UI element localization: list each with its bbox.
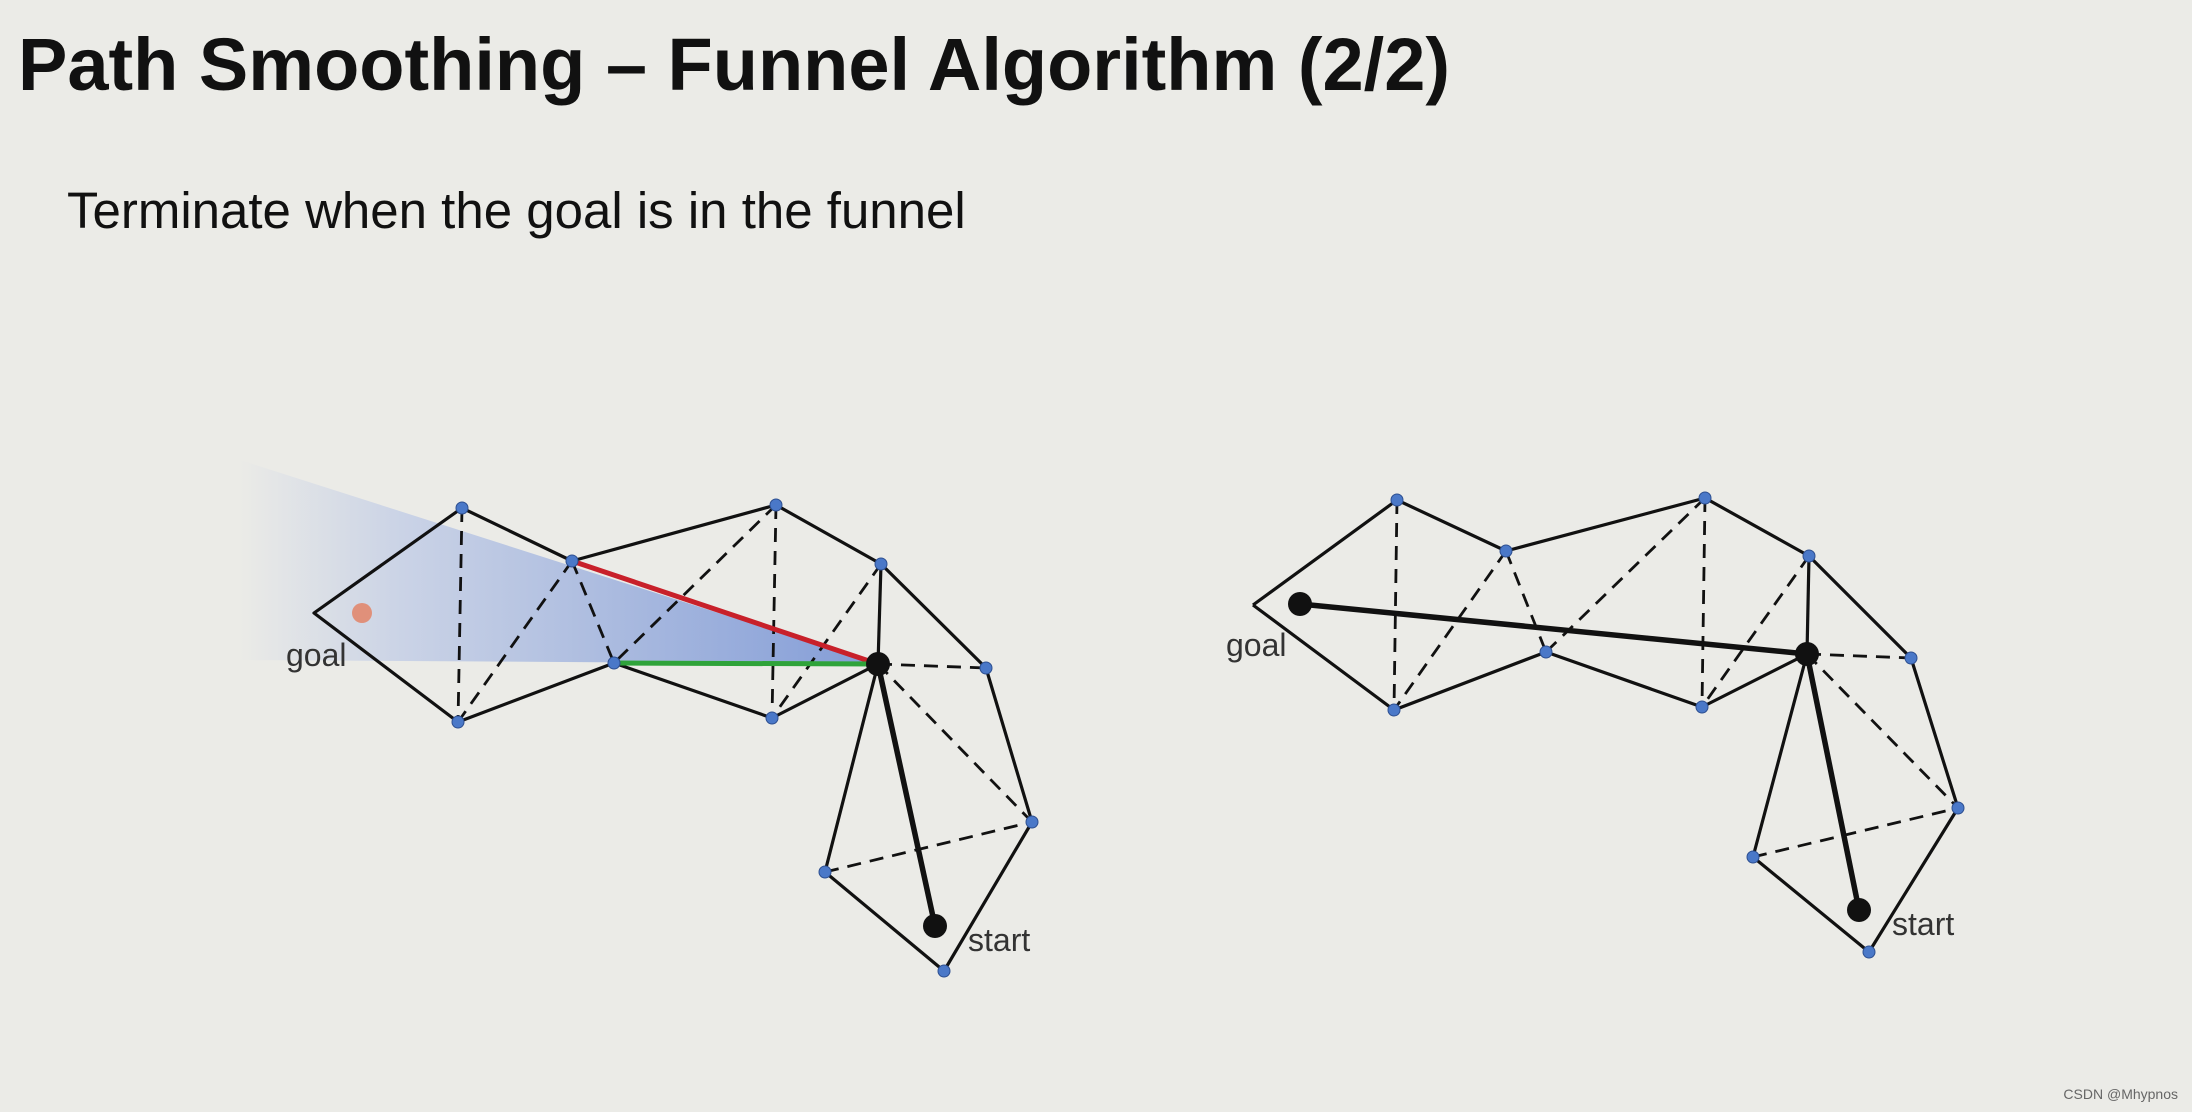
credit-text: CSDN @Mhypnos bbox=[2063, 1086, 2178, 1102]
left-diagram: goal start bbox=[240, 460, 1039, 978]
slide-subtitle: Terminate when the goal is in the funnel bbox=[67, 182, 966, 239]
right-diagram: goal start bbox=[1226, 491, 1965, 959]
start-point bbox=[923, 914, 947, 938]
goal-point bbox=[1288, 592, 1312, 616]
funnel-area bbox=[240, 460, 878, 664]
start-label: start bbox=[968, 922, 1030, 958]
goal-point bbox=[352, 603, 372, 623]
funnel-right-edge bbox=[613, 660, 879, 667]
path-corner bbox=[1795, 642, 1819, 666]
start-point bbox=[1847, 898, 1871, 922]
path-segment bbox=[875, 663, 938, 927]
funnel-left-edge bbox=[571, 558, 879, 667]
left-mesh-dashed-edges bbox=[456, 503, 1034, 874]
right-mesh-vertices bbox=[1387, 491, 1965, 959]
start-label: start bbox=[1892, 906, 1954, 942]
right-mesh-dashed-edges bbox=[1392, 496, 1959, 859]
slide-title: Path Smoothing – Funnel Algorithm (2/2) bbox=[18, 23, 1451, 106]
funnel-apex bbox=[866, 652, 890, 676]
left-mesh-vertices bbox=[451, 498, 1039, 978]
goal-label: goal bbox=[1226, 627, 1287, 663]
smoothed-path bbox=[1299, 601, 1862, 911]
goal-label: goal bbox=[286, 637, 347, 673]
